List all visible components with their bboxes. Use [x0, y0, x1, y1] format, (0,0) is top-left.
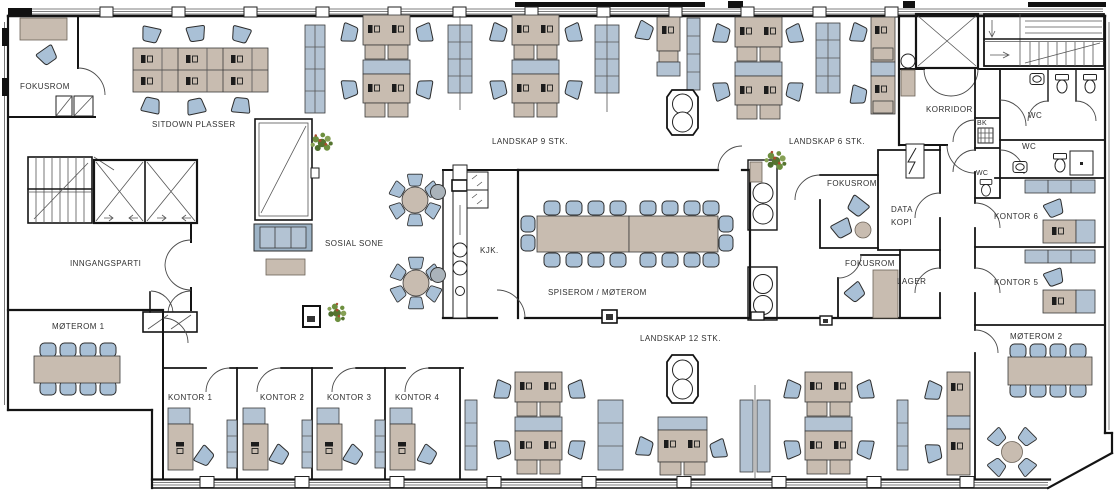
- label-korridor: KORRIDOR: [926, 105, 973, 114]
- entrance-vestibule: [142, 290, 198, 333]
- label-sosial-sone: SOSIAL SONE: [325, 239, 384, 248]
- room-fokusrom-mid-lower: [843, 269, 899, 319]
- room-kontor-6: [1024, 179, 1096, 244]
- sitdown-plasser-desks: [132, 24, 269, 116]
- wc-fixtures: [977, 73, 1097, 197]
- round-table-lower: [389, 256, 443, 310]
- label-lager: LAGER: [897, 277, 927, 286]
- column-enclosure-bottom: [666, 354, 699, 404]
- exterior-walls: [6, 408, 1114, 490]
- room-kontor-5: [1024, 249, 1096, 314]
- label-wc-small: WC: [976, 170, 989, 177]
- kitchen: [451, 164, 489, 319]
- label-landskap-9: LANDSKAP 9 STK.: [492, 137, 568, 146]
- room-fokusrom-top-left: [19, 17, 68, 68]
- label-kontor-5: KONTOR 5: [994, 278, 1039, 287]
- label-kjk: KJK.: [480, 246, 499, 255]
- electrical-cabinet: [905, 143, 925, 179]
- label-wc-top: WC: [1028, 111, 1043, 120]
- elevators-main: [92, 158, 199, 225]
- column-enclosure-top: [666, 89, 699, 136]
- label-fokusrom-mid-lower: FOKUSROM: [845, 259, 895, 268]
- label-spiserom: SPISEROM / MØTEROM: [548, 288, 647, 297]
- sofa: [253, 223, 313, 252]
- label-landskap-6: LANDSKAP 6 STK.: [789, 137, 865, 146]
- label-moterom-1: MØTEROM 1: [52, 322, 105, 331]
- coffee-table: [265, 258, 306, 276]
- landskap-9-desks: [304, 15, 701, 117]
- exit-symbol: [601, 309, 618, 324]
- landskap-12-desks: [493, 315, 971, 478]
- exit-symbol: [819, 315, 833, 326]
- spiserom-moterom: [520, 200, 734, 324]
- label-kontor-1: KONTOR 1: [168, 393, 213, 402]
- label-kontor-4: KONTOR 4: [395, 393, 440, 402]
- label-kontor-3: KONTOR 3: [327, 393, 372, 402]
- label-kontor-6: KONTOR 6: [994, 212, 1039, 221]
- label-data-kopi: DATA KOPI: [891, 205, 913, 227]
- tall-units: [747, 148, 790, 321]
- label-kontor-2: KONTOR 2: [260, 393, 305, 402]
- elevator-top-right: [914, 12, 980, 70]
- room-moterom-1: [33, 342, 121, 396]
- meeting-table: [1007, 356, 1093, 386]
- label-landskap-12: LANDSKAP 12 STK.: [640, 334, 721, 343]
- room-fokusrom-mid-upper: [829, 194, 872, 241]
- label-inngangsparti: INNGANGSPARTI: [70, 259, 142, 268]
- label-fokusrom-top-left: FOKUSROM: [20, 82, 70, 91]
- meeting-table: [33, 355, 121, 384]
- label-fokusrom-mid-upper: FOKUSROM: [827, 179, 877, 188]
- interior-walls: [6, 14, 1106, 479]
- landskap-6-desks: [666, 17, 916, 136]
- sosial-sone: [253, 118, 446, 328]
- round-table-upper: [388, 173, 442, 227]
- lounge-corner: [986, 426, 1038, 478]
- label-moterom-2: MØTEROM 2: [1010, 332, 1063, 341]
- stairs-top-right: [983, 13, 1105, 67]
- label-bk: BK: [977, 120, 987, 127]
- room-moterom-2: [986, 343, 1093, 478]
- label-wc-mid: WC: [1022, 142, 1037, 151]
- tv-screen: [302, 305, 321, 328]
- kontor-offices-furniture: [167, 399, 478, 471]
- label-sitdown-plasser: SITDOWN PLASSER: [152, 120, 236, 129]
